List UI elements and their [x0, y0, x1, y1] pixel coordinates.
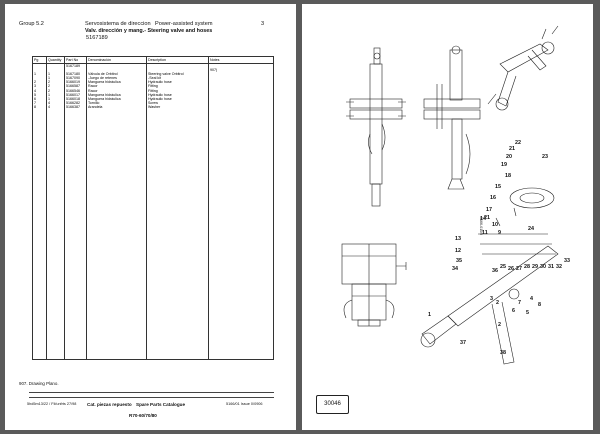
callout: 5	[526, 310, 529, 316]
callout: 25	[500, 264, 506, 270]
table-row: 5167189	[32, 63, 274, 69]
callout: 24	[528, 226, 534, 232]
callout: 7	[518, 300, 521, 306]
drawing-number: 30046	[324, 401, 341, 407]
column-header: Part No	[64, 56, 87, 64]
callout: 1	[428, 312, 431, 318]
callout: 6	[512, 308, 515, 314]
part-reference: 5167189	[86, 35, 108, 41]
title-english: Power-assisted system	[155, 21, 213, 27]
left-parts-page: Group 5.2 Servosistema de direccion Powe…	[5, 4, 296, 430]
callout: 22	[515, 140, 521, 146]
callout: 23	[542, 154, 548, 160]
right-drawing-page: 5166-010/0 23 22 21 20 19 18 16 15 17 14…	[302, 4, 593, 430]
group-label: Group 5.2	[19, 21, 44, 27]
cell-notes	[208, 63, 274, 69]
callout: 16	[490, 195, 496, 201]
cell-notes	[208, 104, 274, 110]
callout: 8	[538, 302, 541, 308]
title-spanish: Servosistema de direccion	[85, 21, 151, 27]
cell-notes	[208, 96, 274, 101]
callout: 28	[524, 264, 530, 270]
callout: 2	[496, 300, 499, 306]
callout: 26	[508, 266, 514, 272]
callout: 2	[498, 322, 501, 328]
pump-section-view	[341, 243, 407, 327]
drawing-number-box: 30046	[316, 395, 349, 414]
cell-notes	[208, 88, 274, 93]
column-header: Quantity	[46, 56, 65, 64]
cell-notes: 907)	[208, 68, 274, 73]
callout: 18	[505, 173, 511, 179]
callout: 3	[490, 296, 493, 302]
callout: 27	[516, 266, 522, 272]
cell-notes	[208, 100, 274, 105]
callout: 34	[452, 266, 458, 272]
table-filler-row	[32, 109, 274, 361]
steering-assembly-3d	[487, 25, 559, 111]
column-header: Description	[146, 56, 209, 64]
callout: 4	[530, 296, 533, 302]
exploded-drawing: 5166-010/0 23 22 21 20 19 18 16 15 17 14…	[341, 25, 570, 365]
column-header: Notes	[208, 56, 274, 64]
table-header-row: Pg Quantity Part No Denominación Descrip…	[32, 56, 274, 64]
callout: 10	[492, 222, 498, 228]
callout: 32	[556, 264, 562, 270]
callout: 13	[455, 236, 461, 242]
footer-right-code: 5166/01 Issue 0/0906	[226, 402, 263, 406]
cell-notes	[208, 92, 274, 97]
footer-divider	[29, 397, 274, 398]
column-header: Pg	[32, 56, 47, 64]
footer-catalogue-es: Cat. piezas repuesto	[87, 402, 132, 407]
parts-table: Pg Quantity Part No Denominación Descrip…	[32, 56, 274, 361]
callout: 17	[486, 207, 492, 213]
callout: 35	[456, 258, 462, 264]
cell-notes	[208, 72, 274, 77]
callout: 19	[501, 162, 507, 168]
cell-notes	[208, 84, 274, 89]
column-header: Denominación	[86, 56, 147, 64]
steering-column-exploded	[420, 187, 559, 365]
footer-legend: 907. Drawing Plano.	[19, 381, 59, 386]
footer-left-code: 5hd5m13/22 / Fil/unfrts 27/98	[27, 402, 77, 406]
footer-catalogue-en: Spare Parts Catalogue	[136, 402, 186, 407]
callout: 20	[506, 154, 512, 160]
cell-notes	[208, 80, 274, 85]
callout: 37	[460, 340, 466, 346]
callout: 12	[455, 248, 461, 254]
callout: 29	[532, 264, 538, 270]
footer-divider-top	[29, 392, 274, 393]
side-stamp: 5166-010/0	[479, 217, 483, 235]
callout: 21	[509, 146, 515, 152]
callout: 30	[540, 264, 546, 270]
callout: 15	[495, 184, 501, 190]
callout: 21	[484, 215, 490, 221]
callout: 31	[548, 264, 554, 270]
callout: 9	[498, 230, 501, 236]
page-subtitle: Valv. dirección y mang.- Steering valve …	[85, 28, 213, 34]
page-number: 3	[261, 21, 265, 27]
callout: 33	[564, 258, 570, 264]
axle-top-view-left	[346, 47, 406, 207]
callout: 36	[492, 268, 498, 274]
callout: 38	[500, 350, 506, 356]
table-row: 907)	[32, 68, 274, 73]
callout: 11	[482, 230, 488, 236]
cell-notes	[208, 76, 274, 81]
axle-top-view-right	[423, 45, 481, 190]
footer-model: R70-60/70/80	[129, 413, 157, 418]
callout: 14	[480, 216, 486, 222]
